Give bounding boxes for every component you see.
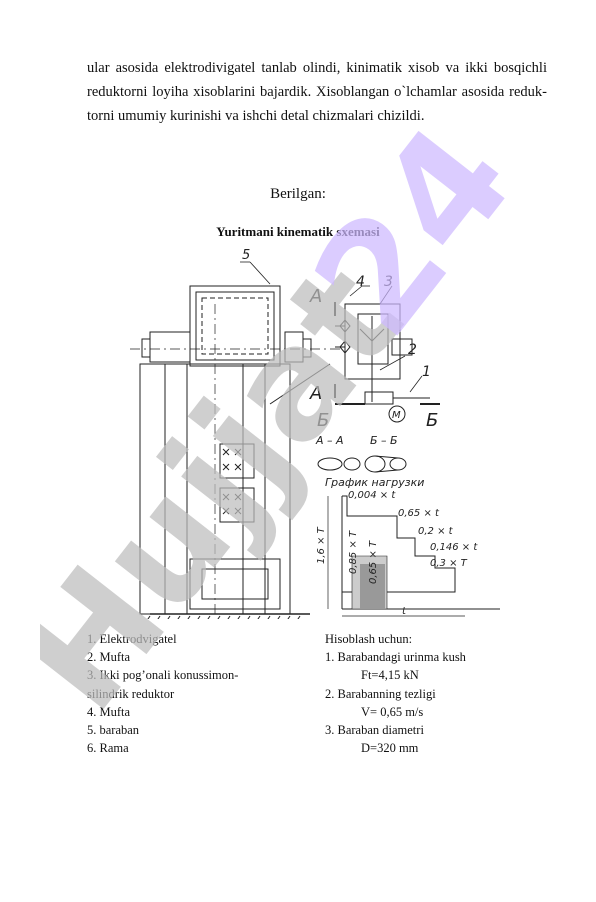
calc-value-force: Ft=4,15 kN bbox=[361, 668, 419, 683]
given-heading: Berilgan: bbox=[270, 186, 326, 202]
component-list: 1. Elektrodvigatel 2. Mufta 3. Ikki pog’… bbox=[87, 630, 238, 757]
load-label-3: 0,2 × t bbox=[418, 526, 454, 537]
calc-item-force: 1. Barabandagi urinma kush bbox=[325, 650, 466, 665]
section-b-mark: Б Б bbox=[317, 403, 440, 431]
component-item: 4. Mufta bbox=[87, 704, 131, 719]
section-b-label-left: Б bbox=[317, 410, 329, 431]
axis-label-t: t bbox=[402, 606, 407, 617]
motor-assembly: M bbox=[364, 374, 430, 423]
axis-label-16t: 1,6 × T bbox=[316, 526, 327, 564]
calculation-list: Hisoblash uchun: 1. Barabandagi urinma k… bbox=[325, 630, 466, 757]
section-a-label-bottom: A bbox=[309, 383, 322, 404]
calc-value-diameter: D=320 mm bbox=[361, 741, 419, 756]
section-b-label-right: Б bbox=[426, 410, 438, 431]
load-graph bbox=[327, 495, 500, 617]
load-label-1: 0,004 × t bbox=[348, 490, 396, 501]
component-item: 2. Mufta bbox=[87, 650, 131, 665]
load-label-5: 0,3 × T bbox=[430, 558, 468, 569]
drive-frame bbox=[130, 285, 340, 619]
component-item: 1. Elektrodvigatel bbox=[87, 632, 177, 646]
calc-value-speed: V= 0,65 m/s bbox=[361, 704, 424, 719]
calc-item-speed: 2. Barabanning tezligi bbox=[325, 686, 436, 701]
calc-heading: Hisoblash uchun: bbox=[325, 632, 413, 646]
section-views bbox=[317, 455, 407, 473]
part-label-3: 3 bbox=[384, 274, 393, 290]
view-bb-label: Б – Б bbox=[370, 434, 398, 447]
section-a-label-top: A bbox=[309, 286, 322, 307]
load-label-4: 0,146 × t bbox=[430, 542, 478, 553]
section-a-mark: A A bbox=[309, 286, 336, 404]
component-item: 3. Ikki pog’onali konussimon- bbox=[87, 668, 239, 683]
component-item: silindrik reduktor bbox=[87, 686, 175, 701]
scheme-title: Yuritmani kinematik sxemasi bbox=[216, 224, 380, 239]
part-label-5: 5 bbox=[242, 248, 250, 263]
load-label-2: 0,65 × t bbox=[398, 508, 440, 519]
intro-paragraph: ular asosida elektrodivigatel tanlab oli… bbox=[87, 60, 547, 124]
axis-label-065t: 0,65 × T bbox=[368, 540, 379, 584]
calc-item-diameter: 3. Baraban diametri bbox=[325, 723, 424, 738]
kinematic-scheme-drawing: 5 A A 4 3 M 2 1 Б Б A – A bbox=[130, 248, 500, 619]
motor-label: M bbox=[392, 410, 401, 421]
load-graph-title: График нагрузки bbox=[325, 476, 424, 489]
part-label-4: 4 bbox=[356, 274, 365, 290]
gear-reducer bbox=[335, 303, 413, 380]
component-item: 6. Rama bbox=[87, 741, 129, 756]
axis-label-085t: 0,85 × T bbox=[348, 530, 359, 574]
view-aa-label: A – A bbox=[315, 434, 344, 447]
part-label-2: 2 bbox=[408, 342, 417, 358]
component-item: 5. baraban bbox=[87, 723, 140, 738]
part-label-1: 1 bbox=[422, 364, 431, 380]
